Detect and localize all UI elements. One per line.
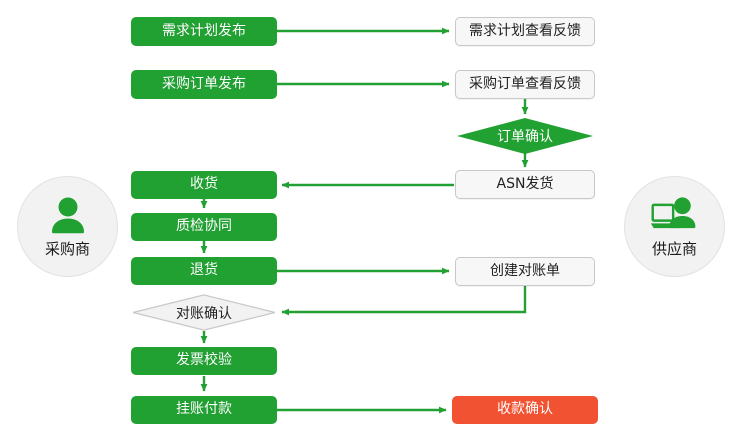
actor-supplier-label: 供应商 [651,239,697,258]
node-label: 需求计划查看反馈 [469,22,581,39]
node-po-publish[interactable]: 采购订单发布 [131,70,277,99]
actor-buyer: 采购商 [17,176,118,277]
node-label: 订单确认 [497,129,553,145]
diamond-shape [132,294,276,331]
diamond-shape [457,118,593,154]
node-quality-check[interactable]: 质检协同 [131,213,277,241]
node-return-goods[interactable]: 退货 [131,257,277,285]
node-demand-plan-publish[interactable]: 需求计划发布 [131,17,277,46]
node-label: 挂账付款 [176,401,232,418]
node-label: 创建对账单 [490,262,560,279]
node-label: 收款确认 [497,401,553,418]
node-label: 对账确认 [176,305,232,322]
person-computer-icon [650,196,695,228]
node-po-feedback[interactable]: 采购订单查看反馈 [455,70,595,99]
node-payable-payment[interactable]: 挂账付款 [131,396,277,424]
node-label: 质检协同 [176,218,232,235]
node-label: 需求计划发布 [162,22,246,39]
node-label: ASN发货 [496,175,554,192]
node-receipt-confirm[interactable]: 收款确认 [452,396,598,424]
node-statement-confirm[interactable]: 对账确认 [132,294,276,331]
edge-statement-to-confirm [281,286,527,316]
node-demand-plan-feedback[interactable]: 需求计划查看反馈 [455,17,595,46]
node-label: 收货 [190,176,218,193]
node-label: 采购订单查看反馈 [469,75,581,92]
actor-buyer-label: 采购商 [44,239,90,258]
node-label: 发票校验 [176,352,232,369]
node-asn-ship[interactable]: ASN发货 [455,170,595,199]
node-label: 退货 [190,262,218,279]
person-icon [51,197,84,233]
node-invoice-verify[interactable]: 发票校验 [131,347,277,375]
node-order-confirm[interactable]: 订单确认 [457,118,593,154]
node-label: 采购订单发布 [162,75,246,92]
node-create-statement[interactable]: 创建对账单 [455,257,595,286]
actor-supplier: 供应商 [624,176,725,277]
node-receive-goods[interactable]: 收货 [131,171,277,199]
